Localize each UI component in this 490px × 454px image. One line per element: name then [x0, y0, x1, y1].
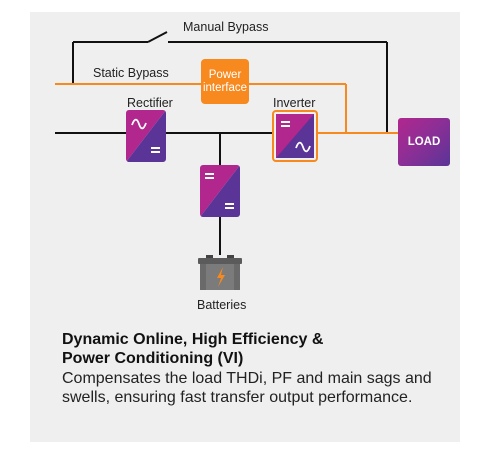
- static-bypass-label: Static Bypass: [93, 66, 169, 80]
- battery-icon: [198, 255, 242, 290]
- dc-symbol-icon: [281, 121, 290, 123]
- power-interface-label-line1: Power: [208, 68, 242, 81]
- caption-title-line1: Dynamic Online, High Efficiency &: [62, 331, 324, 348]
- load-block: LOAD: [398, 118, 450, 166]
- ac-wave-icon: [131, 118, 147, 130]
- caption: Dynamic Online, High Efficiency & Power …: [62, 330, 462, 407]
- batteries-label: Batteries: [197, 298, 247, 312]
- ups-diagram: Manual Bypass Static Bypass Rectifier In…: [30, 12, 460, 317]
- dc-symbol-icon: [225, 203, 234, 205]
- manual-bypass-label: Manual Bypass: [183, 20, 269, 34]
- power-interface-block: Power interface: [201, 59, 249, 104]
- caption-description: Compensates the load THDi, PF and main s…: [62, 370, 432, 406]
- caption-title-line2: Power Conditioning (VI): [62, 350, 244, 367]
- inverter-label: Inverter: [273, 96, 316, 110]
- dc-dc-converter-block: [200, 165, 240, 217]
- inverter-block: [272, 110, 318, 162]
- power-interface-label-line2: interface: [202, 81, 248, 94]
- dc-symbol-icon: [151, 147, 160, 149]
- caption-title: Dynamic Online, High Efficiency & Power …: [62, 330, 462, 368]
- manual-bypass-switch: [147, 31, 168, 43]
- dc-symbol-icon: [205, 173, 214, 175]
- rectifier-block: [126, 110, 166, 162]
- ups-mode-card: Manual Bypass Static Bypass Rectifier In…: [30, 12, 460, 442]
- rectifier-label: Rectifier: [127, 96, 173, 110]
- ac-wave-icon: [295, 141, 311, 153]
- diagram-wiring: [55, 31, 398, 255]
